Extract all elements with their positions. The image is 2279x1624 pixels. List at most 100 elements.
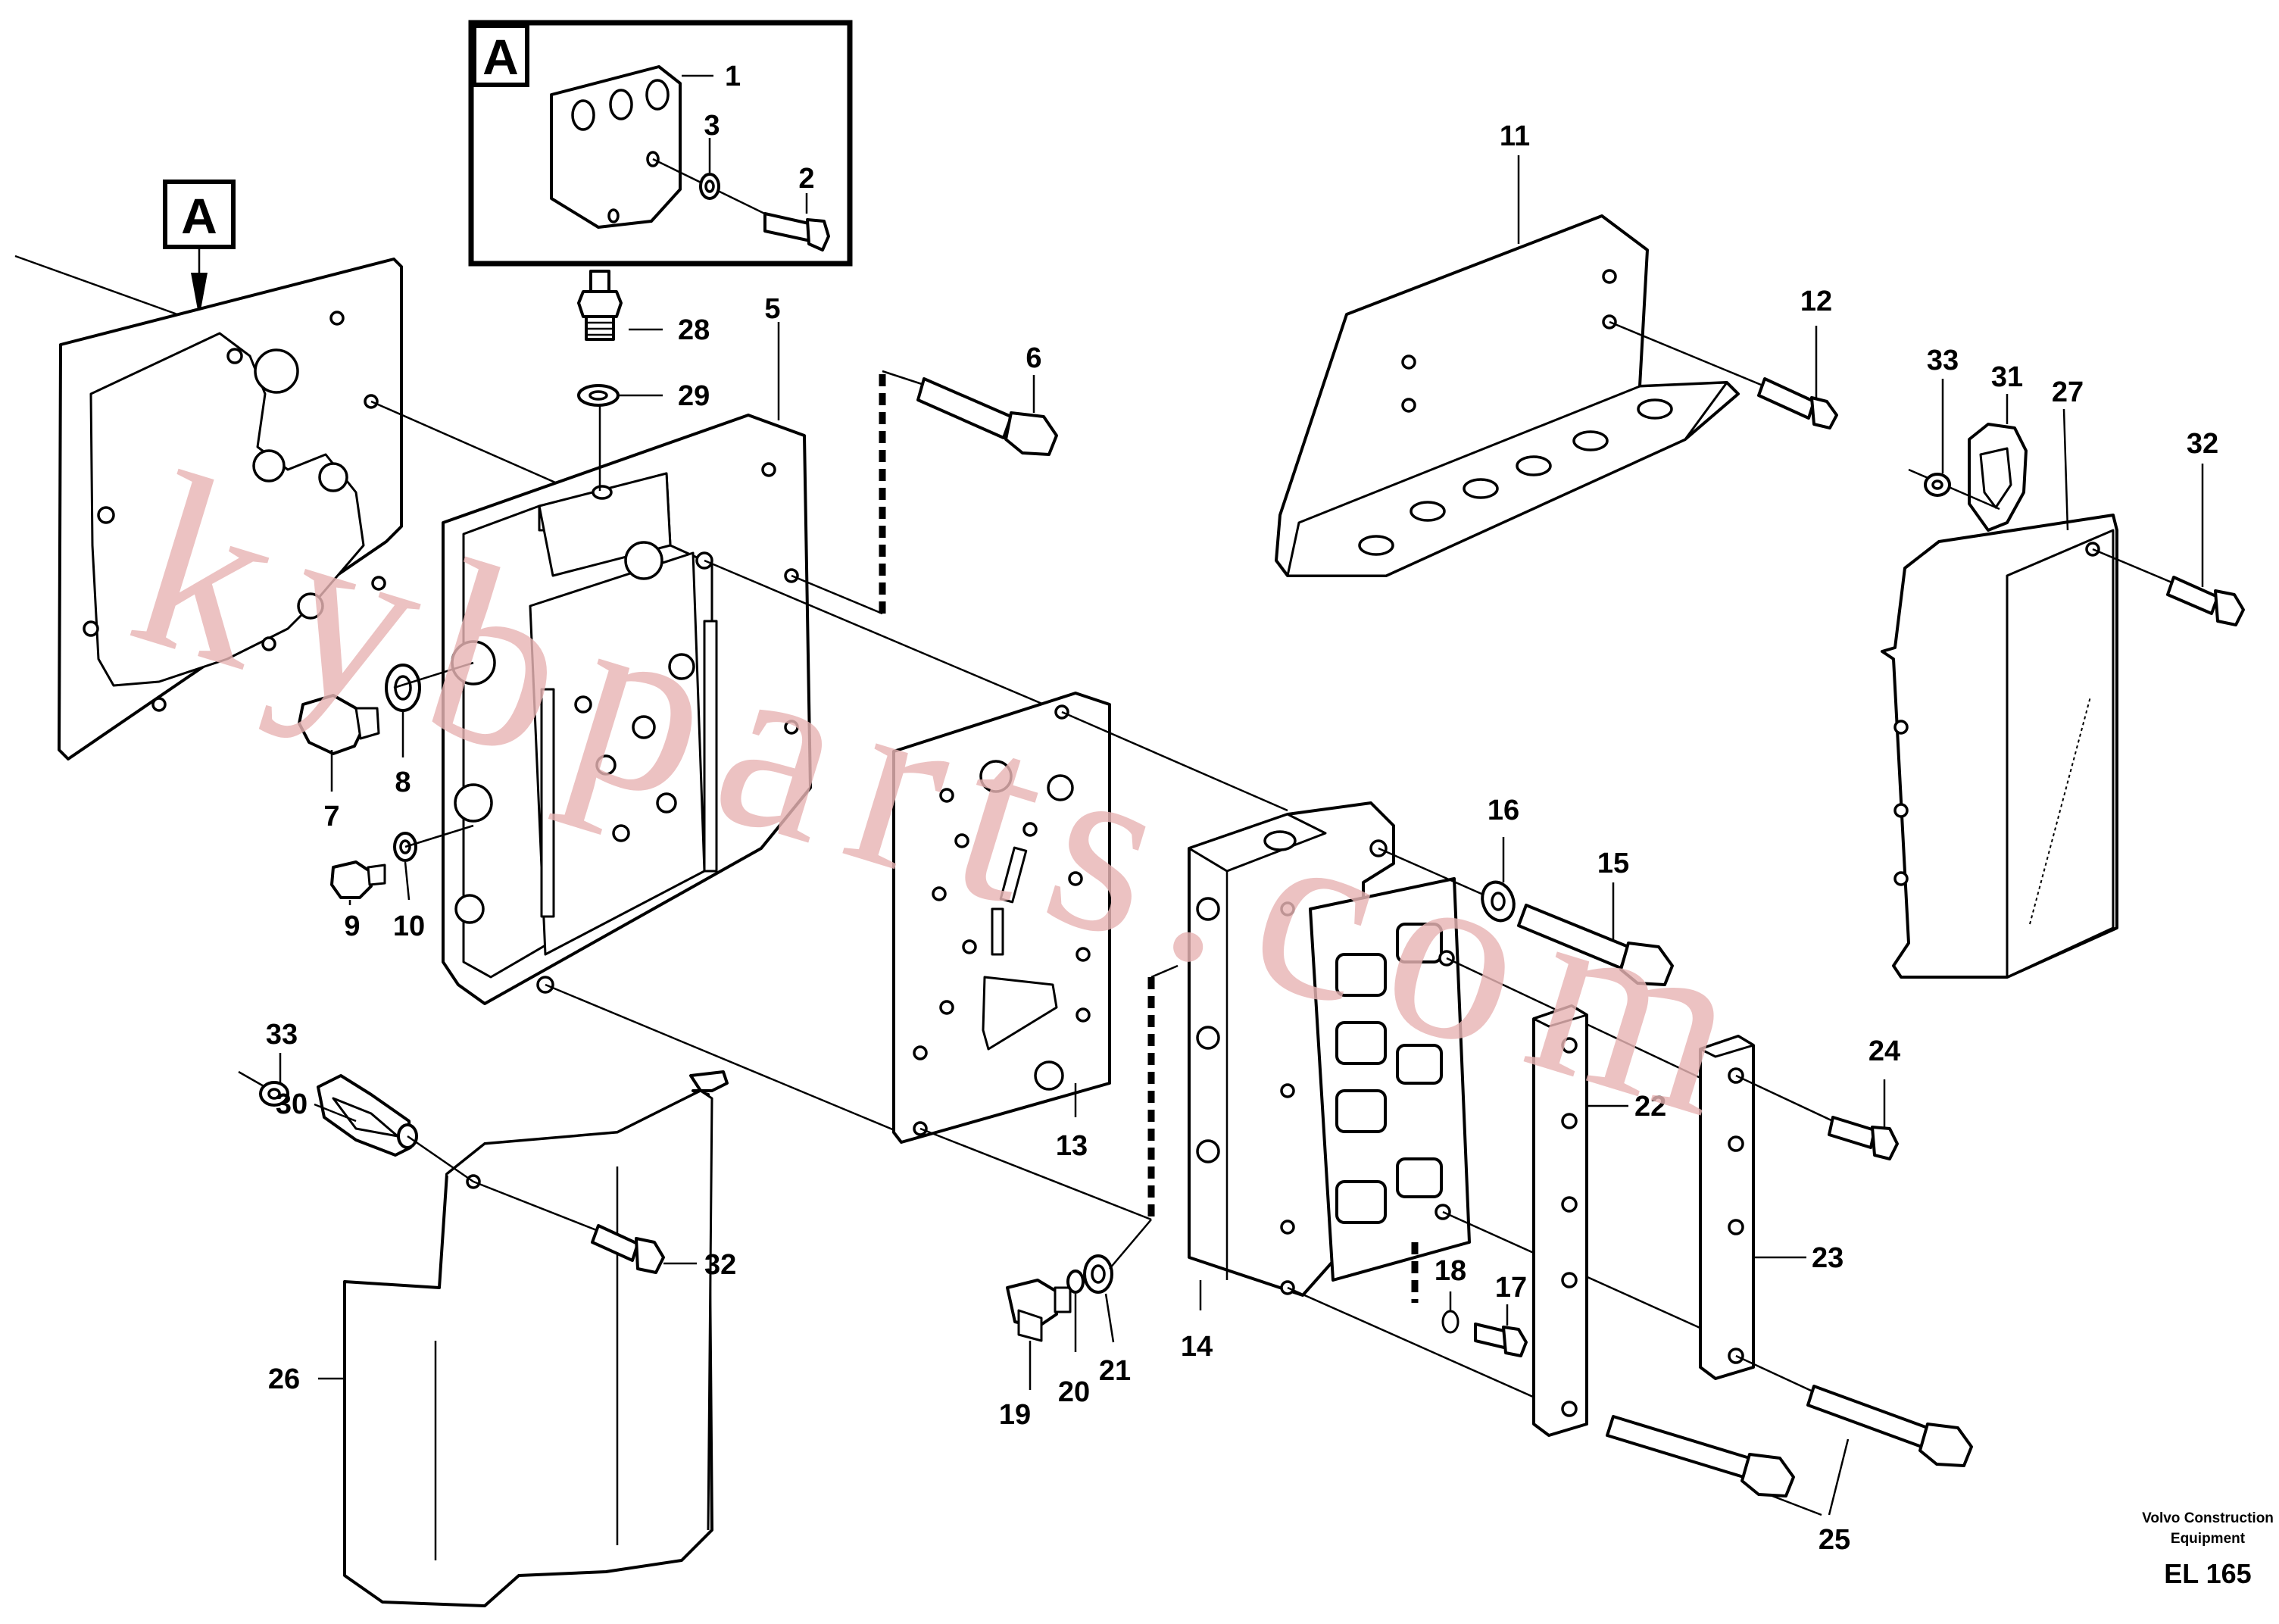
plate-slot <box>999 846 1028 904</box>
callout-28: 28 <box>678 314 710 346</box>
reference-label: A <box>181 188 217 244</box>
housing-slot <box>703 620 718 873</box>
assembly-line <box>404 824 474 848</box>
bolt-6-group: 6 <box>916 342 1058 456</box>
breather-hex-part-28 <box>577 290 623 318</box>
bracket-hole <box>1401 354 1416 370</box>
bar-hole <box>1561 1401 1578 1417</box>
callout-7: 7 <box>323 801 339 832</box>
bolt-17-group: 18 17 <box>1435 1255 1528 1357</box>
plate-hole <box>1068 871 1083 886</box>
bolt-head-part-6 <box>1004 411 1058 456</box>
cover-hole <box>1893 720 1909 735</box>
bracket-slot <box>1516 455 1552 476</box>
bar-top-face <box>1699 1035 1755 1058</box>
assembly-line <box>545 983 910 1138</box>
plate-hole <box>571 99 595 131</box>
valve-body-port <box>1196 1139 1220 1163</box>
assembly-line <box>1150 964 1179 979</box>
plate-hole <box>609 89 633 120</box>
assembly-line <box>238 1070 266 1088</box>
housing-port <box>632 715 656 739</box>
housing-port <box>656 792 677 814</box>
assembly-line <box>791 574 883 615</box>
washer-hole <box>267 1088 281 1100</box>
bolt-head-part-15 <box>1619 942 1674 986</box>
cover-fold-edge <box>446 1089 713 1531</box>
callout-6: 6 <box>1026 342 1041 374</box>
plug-part-7 <box>298 694 365 755</box>
callout-18: 18 <box>1435 1255 1466 1287</box>
washer-hole <box>704 180 715 193</box>
callout-21: 21 <box>1099 1355 1131 1387</box>
o-ring-part-18 <box>1441 1310 1459 1334</box>
bracket-hole <box>1401 398 1416 413</box>
callout-26: 26 <box>268 1363 300 1395</box>
callout-22: 22 <box>1634 1091 1666 1123</box>
bolt-shank-part-32 <box>591 1224 639 1262</box>
callout-11: 11 <box>1500 120 1530 152</box>
valve-cap <box>1335 1180 1387 1224</box>
callout-16: 16 <box>1488 795 1519 826</box>
bracket-group: 11 12 <box>1275 120 1838 577</box>
leader-30 <box>314 1103 357 1123</box>
plate-port <box>1034 1060 1064 1091</box>
assembly-line <box>882 370 925 386</box>
callout-29: 29 <box>678 380 710 412</box>
assembly-line <box>393 661 474 689</box>
bracket-slot <box>1358 535 1394 556</box>
housing-hole <box>761 462 776 477</box>
housing-slot <box>540 688 555 918</box>
bar-hole <box>1728 1135 1744 1152</box>
callout-33: 33 <box>1927 345 1959 376</box>
plate-hole <box>939 1000 954 1015</box>
bar-hole <box>1561 1196 1578 1213</box>
callout-1: 1 <box>725 61 741 92</box>
valve-body-port <box>1196 1026 1220 1050</box>
cover-hole <box>1893 803 1909 818</box>
washer-part-20 <box>1066 1270 1085 1294</box>
gasket-port <box>252 449 286 483</box>
gasket-hole <box>371 576 386 591</box>
housing-port <box>592 485 613 500</box>
plate-slot <box>991 907 1004 956</box>
valve-body-top-face <box>1188 813 1327 873</box>
callout-15: 15 <box>1597 848 1629 879</box>
assembly-line <box>1061 710 1288 812</box>
cover-hole <box>1893 871 1909 886</box>
gasket-port <box>297 592 324 620</box>
housing-port <box>668 653 695 680</box>
housing-port <box>612 824 630 842</box>
leader-25 <box>1828 1438 1850 1516</box>
gasket-hole <box>83 620 99 637</box>
bolt-shank-part-6 <box>916 377 1013 439</box>
plate-hole <box>607 208 620 223</box>
left-cover-group: 32 33 30 26 <box>238 1019 736 1607</box>
footer-company-line2: Equipment <box>2171 1531 2246 1547</box>
plate-hole <box>932 886 947 901</box>
callout-10: 10 <box>393 910 425 942</box>
callout-32: 32 <box>704 1249 736 1281</box>
plate-hole <box>939 788 954 803</box>
bar-hole <box>1561 1113 1578 1129</box>
assembly-line <box>1109 1219 1152 1270</box>
assembly-line <box>1908 468 2000 511</box>
housing-port <box>454 783 493 823</box>
clip-inner <box>1979 447 2012 509</box>
bar-hole <box>1728 1219 1744 1235</box>
callout-30: 30 <box>276 1088 308 1120</box>
bolt-head-part-32 <box>2214 589 2245 626</box>
assembly-line <box>14 255 189 320</box>
valve-body-group: 14 <box>1147 801 1712 1410</box>
leader-10 <box>404 861 411 901</box>
callout-5: 5 <box>764 293 780 325</box>
bolts-24-25-group: 24 25 <box>1606 1035 1973 1556</box>
valve-cap <box>1396 923 1443 963</box>
callout-17: 17 <box>1495 1272 1527 1304</box>
gasket-group: A <box>14 180 561 760</box>
callout-12: 12 <box>1800 286 1832 317</box>
detail-label: A <box>482 29 519 85</box>
leader-25 <box>1772 1494 1822 1516</box>
callout-32: 32 <box>2187 428 2218 460</box>
bolt-head-part-32 <box>635 1237 665 1274</box>
